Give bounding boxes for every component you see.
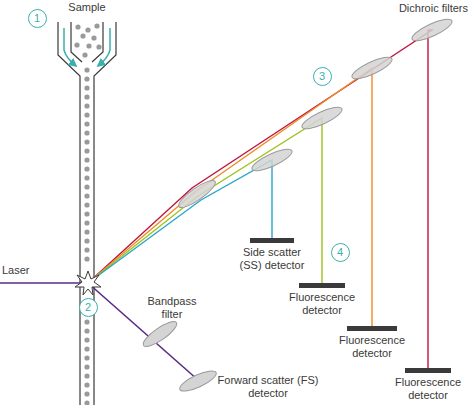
particle	[84, 202, 89, 207]
detector-bar	[405, 368, 451, 373]
particle	[84, 355, 89, 360]
detector-label: Fluorescence detector	[334, 334, 410, 360]
detector-label: Fluorescence detector	[284, 291, 360, 317]
particle	[84, 337, 89, 342]
particle	[84, 139, 89, 144]
particle	[84, 76, 89, 81]
particle	[84, 382, 89, 387]
sample-label: Sample	[62, 1, 112, 14]
laser-intercept-burst	[75, 271, 101, 295]
particle	[84, 364, 89, 369]
callout-number: 2	[85, 301, 91, 314]
dichroic-filters-label: Dichroic filters	[399, 2, 468, 15]
cell-particles	[74, 23, 101, 405]
callout-number: 2	[79, 298, 98, 317]
forward-scatter-detector: Forward scatter (FS) detector	[216, 374, 320, 400]
particle	[84, 391, 89, 396]
particle	[84, 112, 89, 117]
particle	[84, 175, 89, 180]
particle	[84, 400, 89, 405]
particle	[84, 193, 89, 198]
particle	[84, 319, 89, 324]
particle	[84, 85, 89, 90]
laser-beam	[0, 282, 86, 284]
callout-number: 3	[319, 70, 325, 83]
fluorescence-detector: Fluorescence detector	[334, 326, 410, 360]
particle	[91, 35, 96, 40]
detector-bar	[250, 238, 294, 243]
particle	[84, 130, 89, 135]
particle	[94, 23, 99, 28]
fluorescence-detector: Fluorescence detector	[391, 368, 465, 402]
sheath-flow-arrow	[64, 28, 110, 66]
bandpass-filter-label: Bandpass filter	[140, 295, 204, 321]
particle	[84, 346, 89, 351]
dichroic-filter	[176, 15, 455, 211]
detector-label: Fluorescence detector	[391, 376, 465, 402]
particle	[74, 42, 79, 47]
particle	[84, 220, 89, 225]
callout-number: 3	[313, 67, 332, 86]
detector-label: Side scatter (SS) detector	[232, 246, 312, 272]
laser-label: Laser	[2, 264, 52, 277]
particle	[82, 52, 87, 57]
particle	[80, 33, 85, 38]
side-scatter-detector: Side scatter (SS) detector	[232, 238, 312, 272]
particle	[84, 238, 89, 243]
particle	[84, 148, 89, 153]
callout-number: 1	[28, 9, 47, 28]
nozzle	[58, 22, 116, 405]
particle	[84, 157, 89, 162]
detector-bar	[299, 283, 345, 288]
particle	[84, 229, 89, 234]
particle	[84, 184, 89, 189]
bandpass-filter	[140, 318, 180, 351]
particle	[96, 44, 101, 49]
particle	[84, 247, 89, 252]
detector-label: Forward scatter (FS) detector	[216, 374, 320, 400]
particle	[84, 256, 89, 261]
particle	[84, 94, 89, 99]
particle	[86, 43, 91, 48]
particle	[84, 211, 89, 216]
particle	[84, 121, 89, 126]
particle	[84, 328, 89, 333]
particle	[84, 166, 89, 171]
particle	[75, 24, 80, 29]
callout-number: 4	[331, 243, 350, 262]
particle	[84, 67, 89, 72]
fs-detector-lens	[177, 367, 218, 395]
detector-bar	[347, 326, 397, 331]
particle	[84, 103, 89, 108]
light-paths	[88, 30, 432, 370]
fluorescence-detector: Fluorescence detector	[284, 283, 360, 317]
particle	[84, 373, 89, 378]
callout-number: 1	[34, 12, 40, 25]
callout-number: 4	[337, 246, 343, 259]
particle	[85, 27, 90, 32]
